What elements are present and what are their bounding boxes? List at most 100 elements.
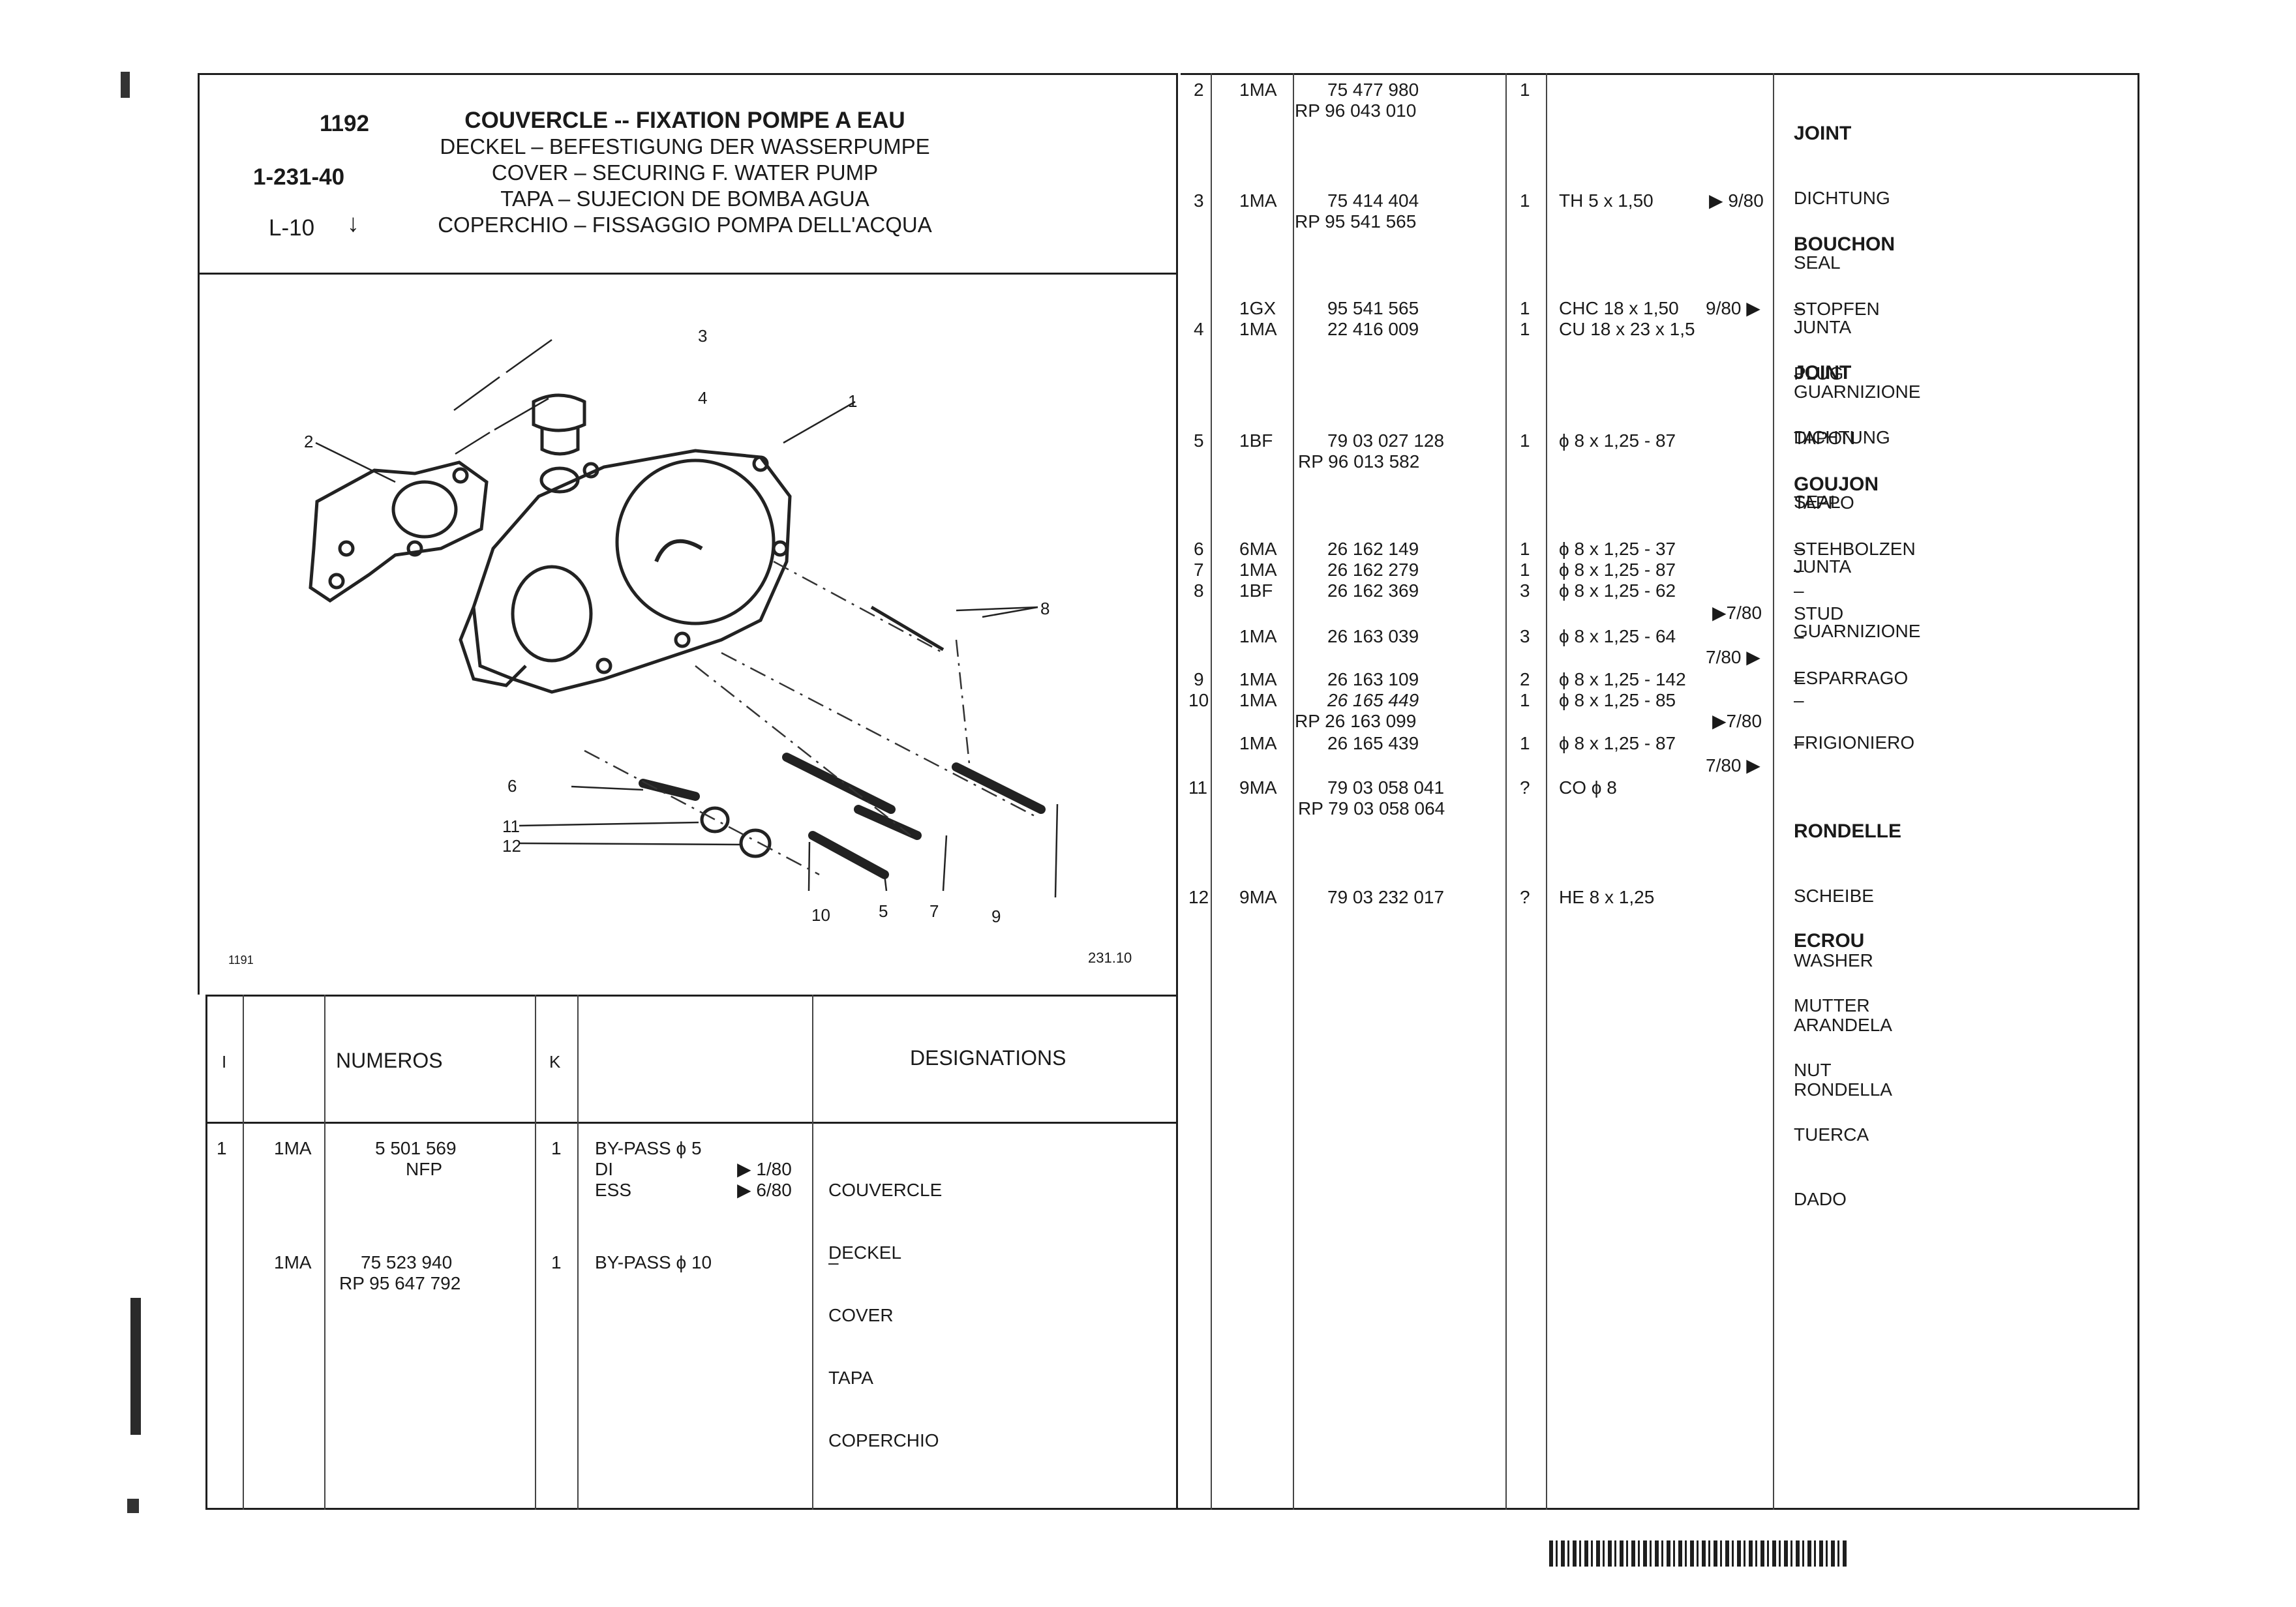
title-es: TAPA – SUJECION DE BOMBA AGUA: [500, 187, 869, 211]
designation: –: [1794, 669, 1804, 689]
quantity: 1: [1520, 560, 1530, 580]
part-code-cell: 6MA: [1239, 539, 1277, 559]
part-code-cell: 1MA: [1239, 190, 1277, 211]
designation-list: ECROU MUTTER NUT TUERCA DADO: [1794, 887, 1870, 1253]
part-code-cell: 1MA: [1239, 626, 1277, 646]
designation-en: SEAL: [1794, 252, 1841, 273]
part-code-cell: 1MA: [1239, 733, 1277, 753]
designation-es: ARANDELA: [1794, 1015, 1892, 1035]
quantity: ?: [1520, 777, 1530, 798]
part-code-cell: 1MA: [1239, 80, 1277, 100]
part-number: 75 477 980: [1327, 80, 1419, 100]
designation: –: [1794, 733, 1804, 753]
part-code-cell: 9MA: [1239, 777, 1277, 798]
rp-number: RP 96 013 582: [1298, 451, 1420, 472]
item-number: 7: [1194, 560, 1204, 580]
designation-list: BOUCHON STOPFEN PLUG TAPON TAPPO: [1794, 190, 1895, 556]
spec: ϕ 8 x 1,25 - 62: [1559, 580, 1676, 601]
quantity: 1: [1520, 733, 1530, 753]
part-code-cell: 1MA: [1239, 669, 1277, 689]
designation-en: PLUG: [1794, 363, 1844, 383]
part-number: 79 03 027 128: [1327, 430, 1445, 451]
part-sub: RP 95 647 792: [339, 1273, 461, 1293]
designation-es: ESPARRAGO: [1794, 668, 1909, 688]
col-header-i: I: [222, 1052, 227, 1072]
spec: ϕ 8 x 1,25 - 87: [1559, 560, 1676, 580]
part-number: 26 165 439: [1327, 733, 1419, 753]
designation-de: MUTTER: [1794, 995, 1870, 1015]
part-code: 1-231-40: [253, 164, 345, 190]
stud-9: [952, 762, 1046, 814]
part-number: 22 416 009: [1327, 319, 1419, 339]
stud-10: [782, 753, 896, 814]
plug-part: [532, 393, 586, 432]
nut-part: [739, 828, 772, 858]
part-number: 95 541 565: [1327, 298, 1419, 318]
designation-de: STEHBOLZEN: [1794, 539, 1916, 559]
part-number: 26 162 369: [1327, 580, 1419, 601]
part-code-cell: 1MA: [1239, 560, 1277, 580]
part-number: 75 523 940: [361, 1252, 453, 1272]
date-2: ▶ 6/80: [737, 1180, 792, 1200]
date-1: ▶ 1/80: [737, 1159, 792, 1179]
callout-11: 11: [502, 817, 520, 836]
item-number: 1: [217, 1138, 227, 1158]
quantity: 1: [1520, 539, 1530, 559]
part-code-cell: 1GX: [1239, 298, 1276, 318]
item-number: 11: [1188, 777, 1208, 798]
spec-2: DI: [595, 1159, 613, 1179]
designation-de: DECKEL: [828, 1242, 902, 1263]
ref-number: 1192: [320, 111, 369, 136]
designation-it: COPERCHIO: [828, 1430, 939, 1450]
rp-number: RP 95 541 565: [1295, 211, 1417, 232]
quantity: 1: [1520, 430, 1530, 451]
part-code-cell: 1MA: [274, 1252, 312, 1272]
designation: –: [1794, 580, 1804, 601]
spec-3: ESS: [595, 1180, 632, 1200]
part-code-cell: 1MA: [1239, 690, 1277, 710]
designation-it: RONDELLA: [1794, 1079, 1892, 1100]
part-sub: NFP: [406, 1159, 442, 1179]
quantity: 1: [551, 1252, 562, 1272]
designation: –: [1794, 560, 1804, 580]
callout-1: 1: [848, 391, 858, 411]
designation-es: TUERCA: [1794, 1124, 1869, 1145]
scan-mark-top-left: [121, 72, 130, 98]
item-number: 12: [1188, 887, 1209, 907]
quantity: 3: [1520, 626, 1530, 646]
callout-10: 10: [811, 905, 830, 925]
quantity: 1: [1520, 190, 1530, 211]
quantity: 2: [1520, 669, 1530, 689]
item-number: 10: [1188, 690, 1209, 710]
date: ▶ 9/80: [1709, 190, 1764, 211]
title-fr: COUVERCLE -- FIXATION POMPE A EAU: [464, 108, 905, 133]
item-number: 2: [1194, 80, 1204, 100]
item-number: 6: [1194, 539, 1204, 559]
item-number: 4: [1194, 319, 1204, 339]
part-code-cell: 1MA: [274, 1138, 312, 1158]
washer-part: [700, 806, 730, 834]
designation-fr: RONDELLE: [1794, 820, 1901, 842]
item-number: 3: [1194, 190, 1204, 211]
designation-en: STUD: [1794, 603, 1844, 623]
designation-fr: COUVERCLE: [828, 1180, 943, 1200]
rp-number: RP 96 043 010: [1295, 100, 1417, 121]
col-header-numeros: NUMEROS: [336, 1049, 443, 1072]
designation-de: DICHTUNG: [1794, 427, 1890, 447]
date: 7/80 ▶: [1706, 647, 1760, 667]
designation-es: JUNTA: [1794, 317, 1852, 337]
item-number: 5: [1194, 430, 1204, 451]
designation-es: JUNTA: [1794, 556, 1852, 577]
designation-de: DICHTUNG: [1794, 188, 1890, 208]
designation: –: [1794, 298, 1804, 318]
designation-fr: ECROU: [1794, 930, 1865, 952]
designation-en: COVER: [828, 1305, 894, 1325]
scan-mark-left-bar: [130, 1298, 141, 1435]
date: ▶7/80: [1712, 711, 1762, 731]
designation-en: NUT: [1794, 1060, 1832, 1080]
designation-it: GUARNIZIONE: [1794, 382, 1921, 402]
sub-code: L-10: [269, 215, 315, 241]
designation: –: [1794, 626, 1804, 646]
spec: ϕ 8 x 1,25 - 85: [1559, 690, 1676, 710]
designation: –: [828, 1252, 839, 1272]
